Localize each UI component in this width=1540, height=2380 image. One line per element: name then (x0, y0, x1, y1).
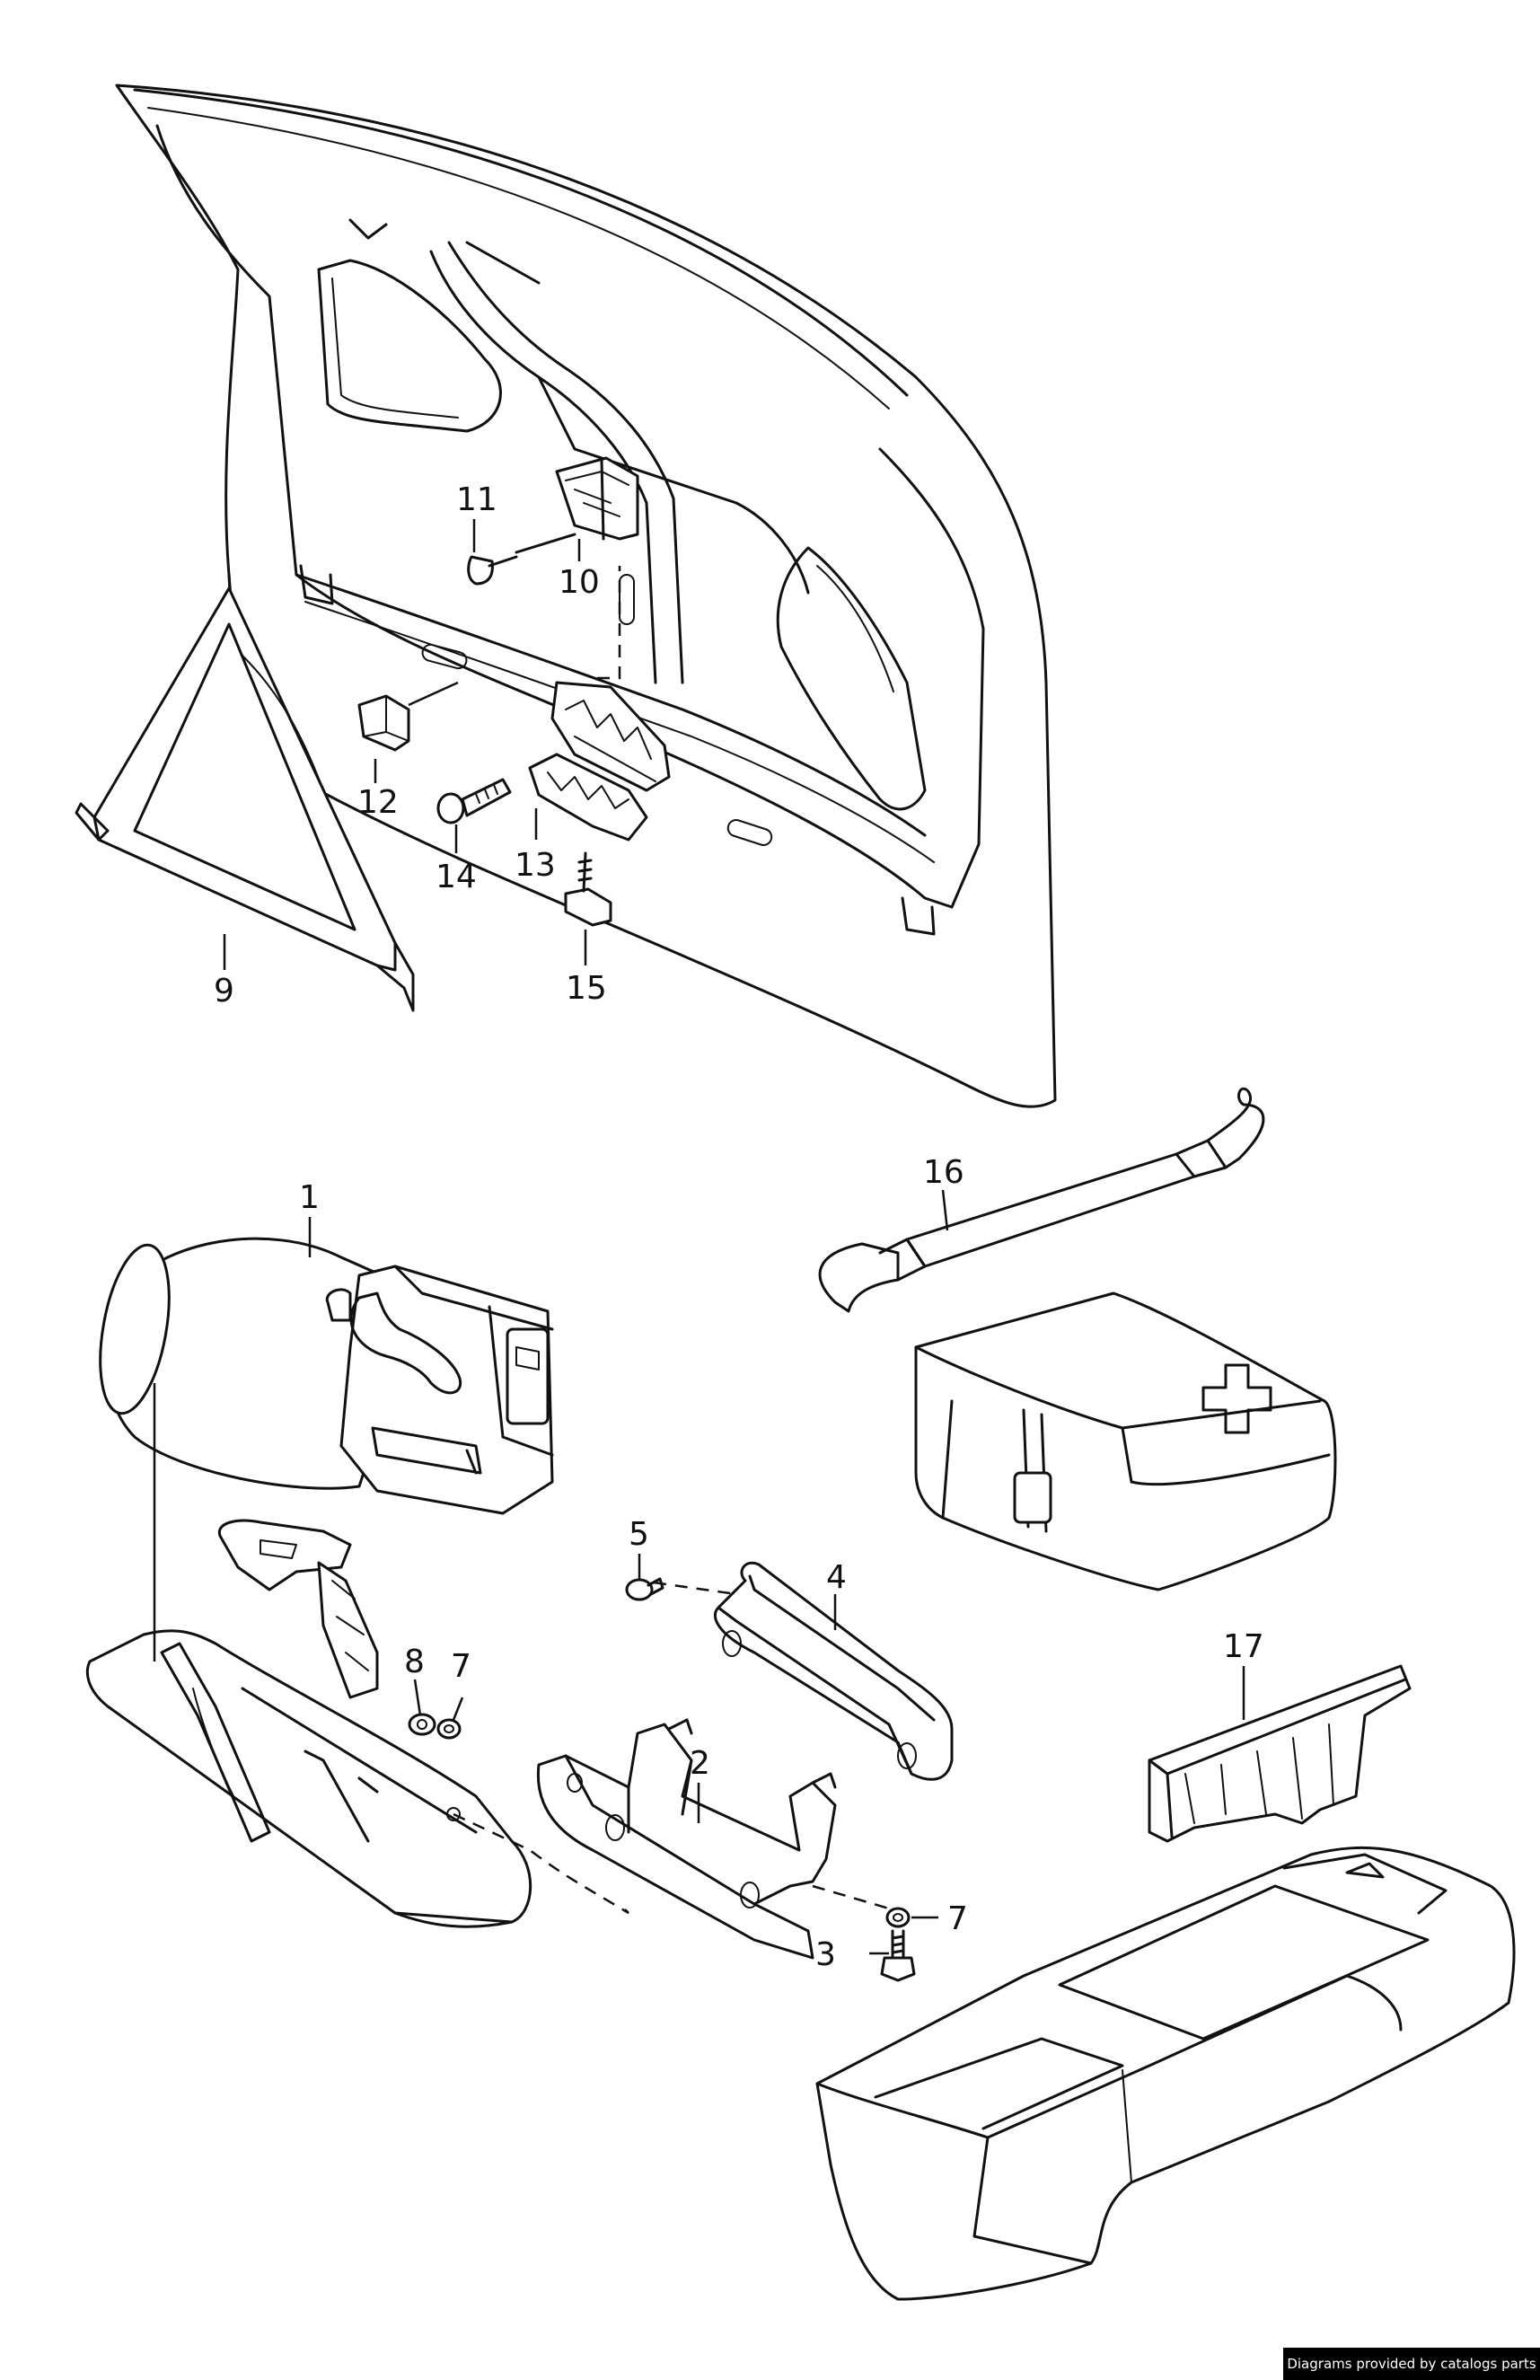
assembly-lines (453, 566, 890, 1915)
callout-14: 14 (436, 859, 477, 895)
trunk-tray (815, 1846, 1516, 2301)
compressor-part-1 (99, 1237, 554, 1515)
retainer-part-4 (713, 1561, 954, 1781)
callout-17: 17 (1223, 1628, 1264, 1665)
tow-strap-part-16 (818, 1087, 1265, 1313)
callout-15: 15 (566, 970, 607, 1007)
callout-8: 8 (404, 1644, 425, 1680)
callout-labels: 1 2 3 4 5 7 7 8 9 10 11 12 13 14 15 16 1… (214, 481, 1264, 1973)
callout-4: 4 (826, 1559, 847, 1596)
bolt-part-14 (436, 778, 512, 824)
nut-part-8 (408, 1713, 436, 1736)
callout-5: 5 (629, 1516, 649, 1553)
callout-2: 2 (690, 1745, 710, 1782)
warning-triangle (75, 586, 415, 1012)
leader-lines (153, 519, 1245, 1955)
bolt-part-3 (880, 1929, 916, 1982)
lock-assembly-part-13 (528, 681, 671, 842)
bracket-part-2 (536, 1718, 837, 1960)
clip-part-15 (564, 851, 612, 927)
washer-part-7-upper (436, 1718, 462, 1740)
callout-7-lower: 7 (947, 1900, 968, 1937)
callout-11: 11 (456, 481, 497, 518)
callout-9: 9 (214, 973, 234, 1009)
rivet-part-11 (467, 533, 576, 586)
callout-10: 10 (559, 564, 600, 601)
foam-insert-part-17 (1148, 1664, 1412, 1843)
callout-3: 3 (815, 1936, 836, 1973)
credit-banner: Diagrams provided by catalogs parts (1283, 2348, 1540, 2380)
callout-1: 1 (299, 1179, 320, 1216)
callout-7-upper: 7 (451, 1648, 471, 1685)
callout-16: 16 (923, 1154, 964, 1191)
washer-part-7-lower (885, 1907, 911, 1928)
callout-13: 13 (515, 847, 556, 884)
compressor-tray (86, 1519, 532, 1928)
bracket-part-10 (555, 456, 639, 541)
clip-part-12 (357, 694, 410, 752)
callout-12: 12 (357, 784, 399, 821)
first-aid-kit (914, 1291, 1337, 1591)
